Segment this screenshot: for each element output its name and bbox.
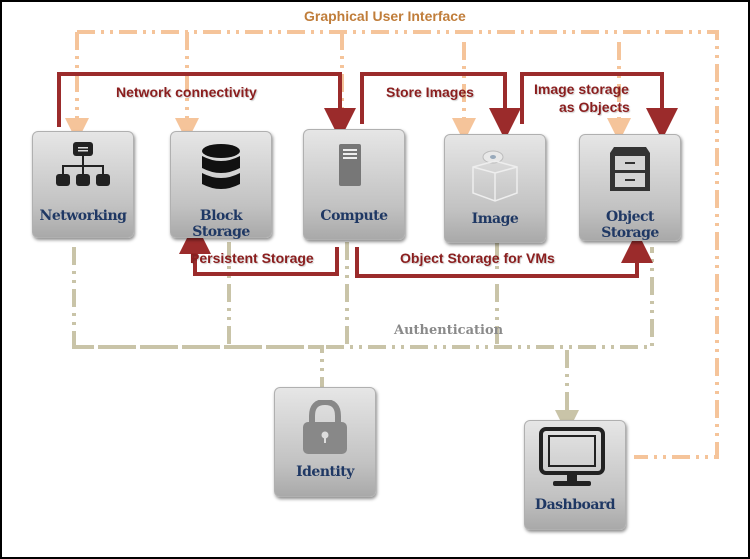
node-label: Block Storage [192,208,250,240]
auth-bus [72,242,654,434]
flow-label-persistent: Persistent Storage [190,250,314,266]
filing-cabinet-icon [610,147,650,191]
flow-label-store-images: Store Images [386,84,474,100]
flow-label-image-storage-2: as Objects [559,99,630,115]
database-icon [202,144,240,189]
node-label: Dashboard [534,497,616,513]
node-label: Image [471,211,519,227]
server-icon [339,144,361,186]
flow-label-image-storage-1: Image storage [534,81,629,97]
gui-bus [65,30,719,459]
disc-box-icon [472,150,518,202]
node-identity[interactable]: Identity [274,387,376,497]
gui-title: Graphical User Interface [304,8,466,24]
node-block-storage[interactable]: Block Storage [170,131,272,240]
node-image[interactable]: Image [444,134,546,243]
node-label: Compute [320,208,388,224]
node-compute[interactable]: Compute [303,129,405,240]
flow-arrows [57,72,678,278]
flow-label-network: Network connectivity [116,84,257,100]
node-object-storage[interactable]: Object Storage [579,134,681,241]
node-dashboard[interactable]: Dashboard [524,420,626,530]
flow-label-object-vms: Object Storage for VMs [400,250,555,266]
node-label: Networking [39,208,127,224]
node-label: Object Storage [601,209,659,241]
monitor-icon [539,427,605,486]
node-label: Identity [296,464,354,480]
auth-label: Authentication [394,323,504,338]
lock-icon [303,400,347,454]
node-networking[interactable]: Networking [32,131,134,238]
network-hierarchy-icon [56,142,110,186]
